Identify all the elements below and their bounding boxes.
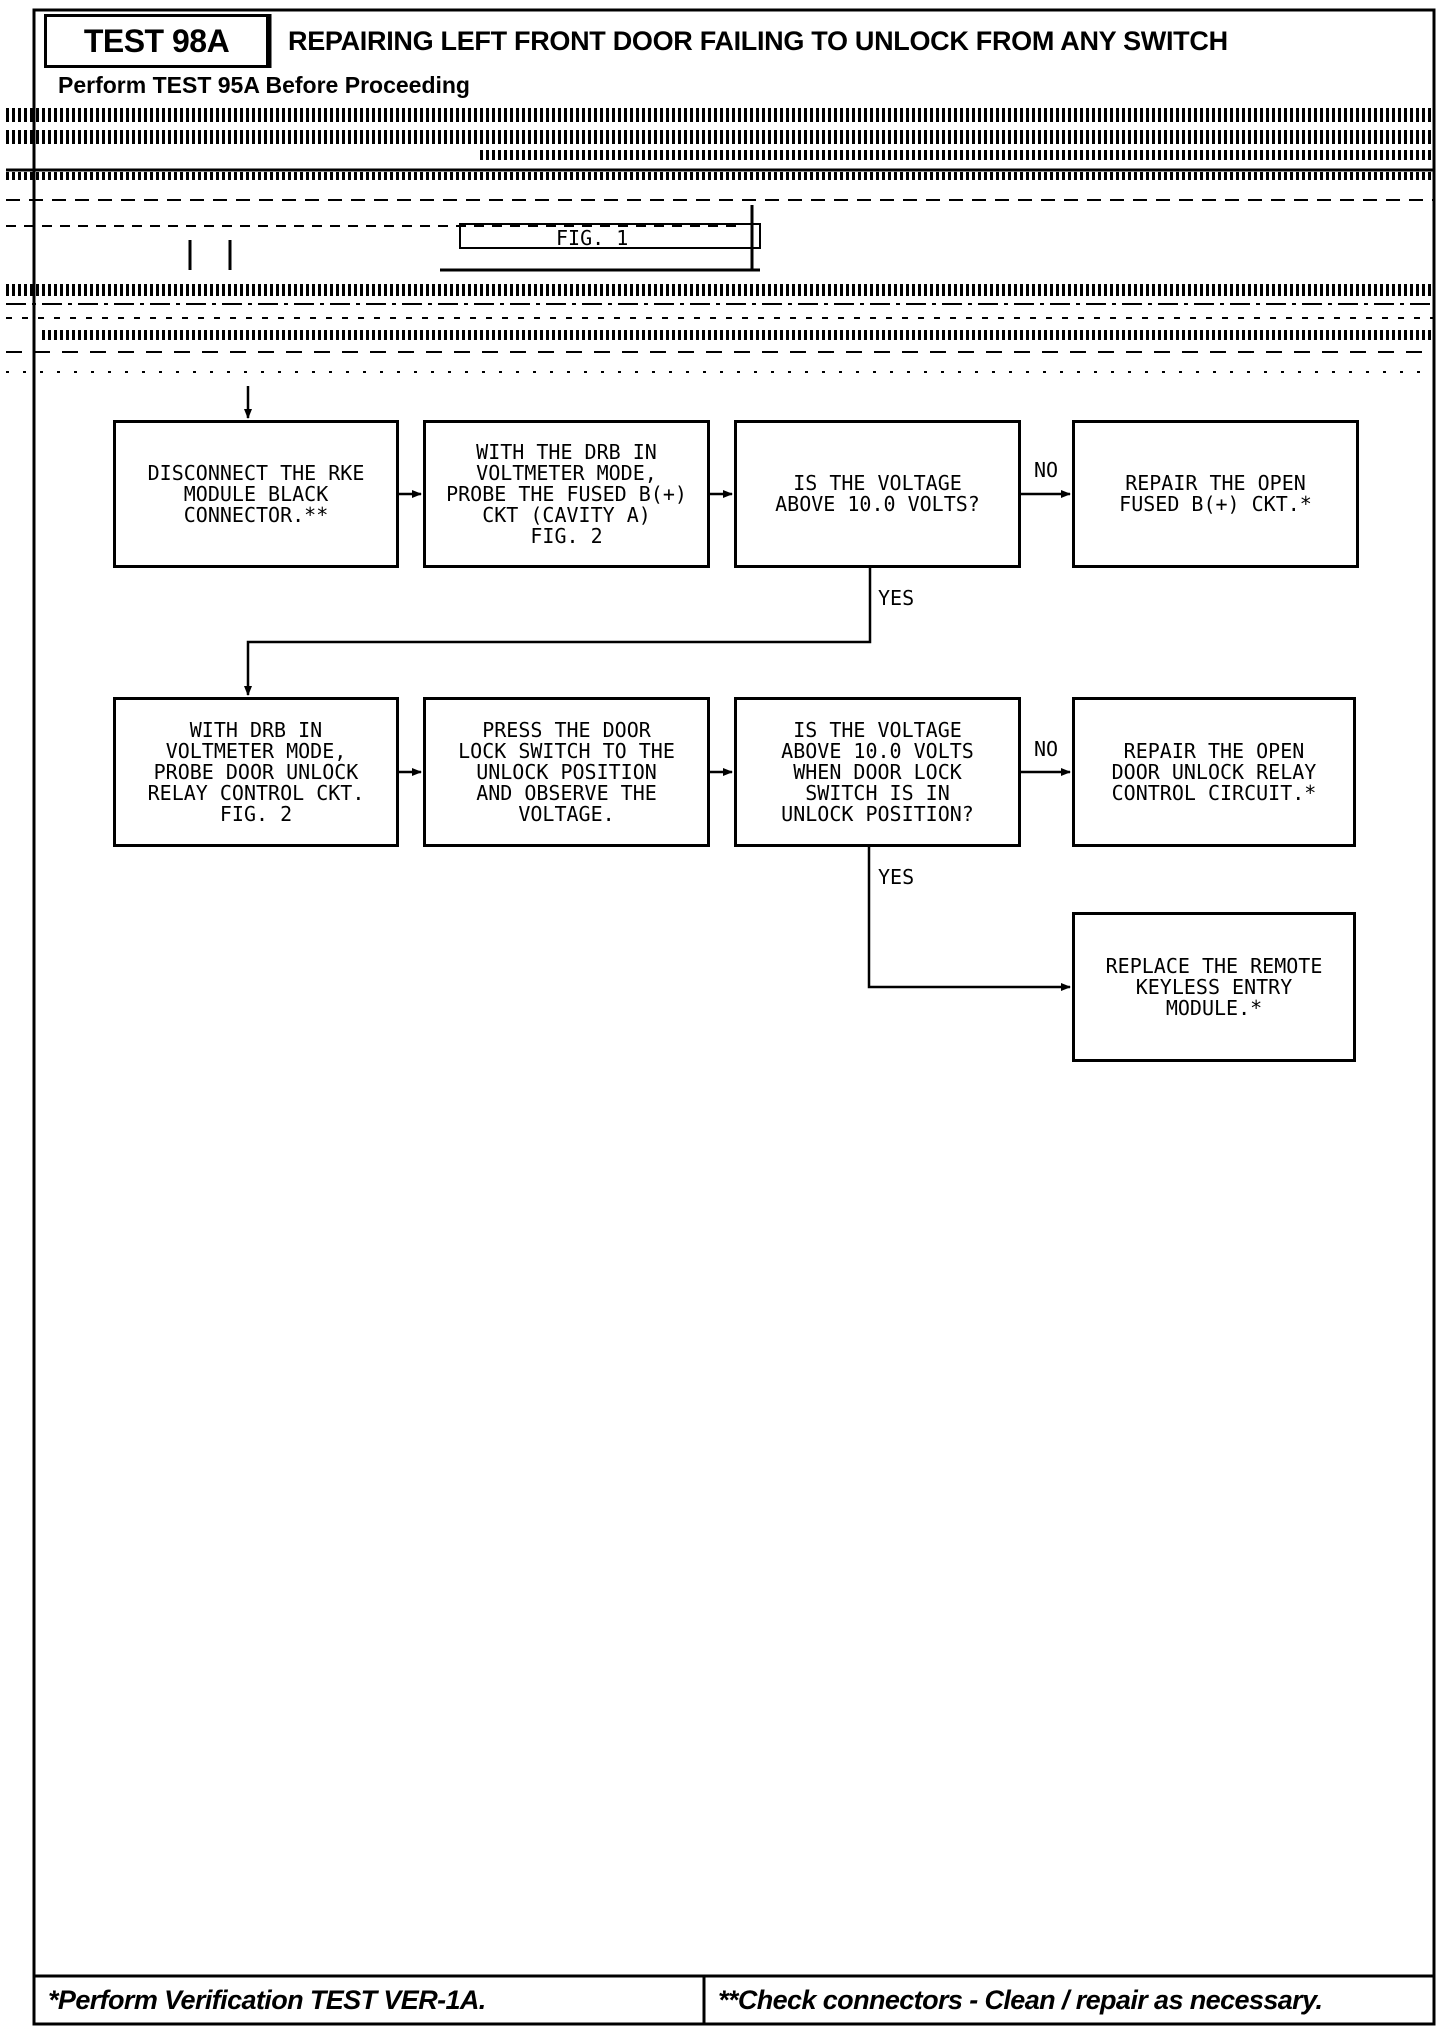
test-number-box: TEST 98A xyxy=(44,14,269,68)
footer-connector-note: **Check connectors - Clean / repair as n… xyxy=(718,1984,1323,2015)
footer-verification-note: *Perform Verification TEST VER-1A. xyxy=(48,1984,486,2015)
prerequisite-note: Perform TEST 95A Before Proceeding xyxy=(58,72,470,98)
action-repair-fused-b-plus: REPAIR THE OPEN FUSED B(+) CKT.* xyxy=(1072,420,1359,568)
test-title: REPAIRING LEFT FRONT DOOR FAILING TO UNL… xyxy=(288,25,1228,56)
action-replace-rke-module: REPLACE THE REMOTE KEYLESS ENTRY MODULE.… xyxy=(1072,912,1356,1062)
decision-voltage-above-10v: IS THE VOLTAGE ABOVE 10.0 VOLTS? xyxy=(734,420,1021,568)
decision-voltage-in-unlock: IS THE VOLTAGE ABOVE 10.0 VOLTS WHEN DOO… xyxy=(734,697,1021,847)
figure-1-label: FIG. 1 xyxy=(556,226,629,250)
action-repair-unlock-relay-circuit: REPAIR THE OPEN DOOR UNLOCK RELAY CONTRO… xyxy=(1072,697,1356,847)
row1-no-label: NO xyxy=(1034,458,1059,482)
row2-yes-label: YES xyxy=(878,865,915,889)
test-number: TEST 98A xyxy=(83,22,230,59)
outer-frame xyxy=(32,8,1436,2026)
row1-yes-label: YES xyxy=(878,586,915,610)
step-probe-unlock-relay-ckt: WITH DRB IN VOLTMETER MODE, PROBE DOOR U… xyxy=(113,697,399,847)
row2-no-label: NO xyxy=(1034,737,1059,761)
step-press-unlock-switch: PRESS THE DOOR LOCK SWITCH TO THE UNLOCK… xyxy=(423,697,710,847)
illegible-scan-region xyxy=(6,108,1434,373)
step-disconnect-rke-connector: DISCONNECT THE RKE MODULE BLACK CONNECTO… xyxy=(113,420,399,568)
step-probe-fused-b-plus: WITH THE DRB IN VOLTMETER MODE, PROBE TH… xyxy=(423,420,710,568)
test-title-box: REPAIRING LEFT FRONT DOOR FAILING TO UNL… xyxy=(270,14,1430,68)
